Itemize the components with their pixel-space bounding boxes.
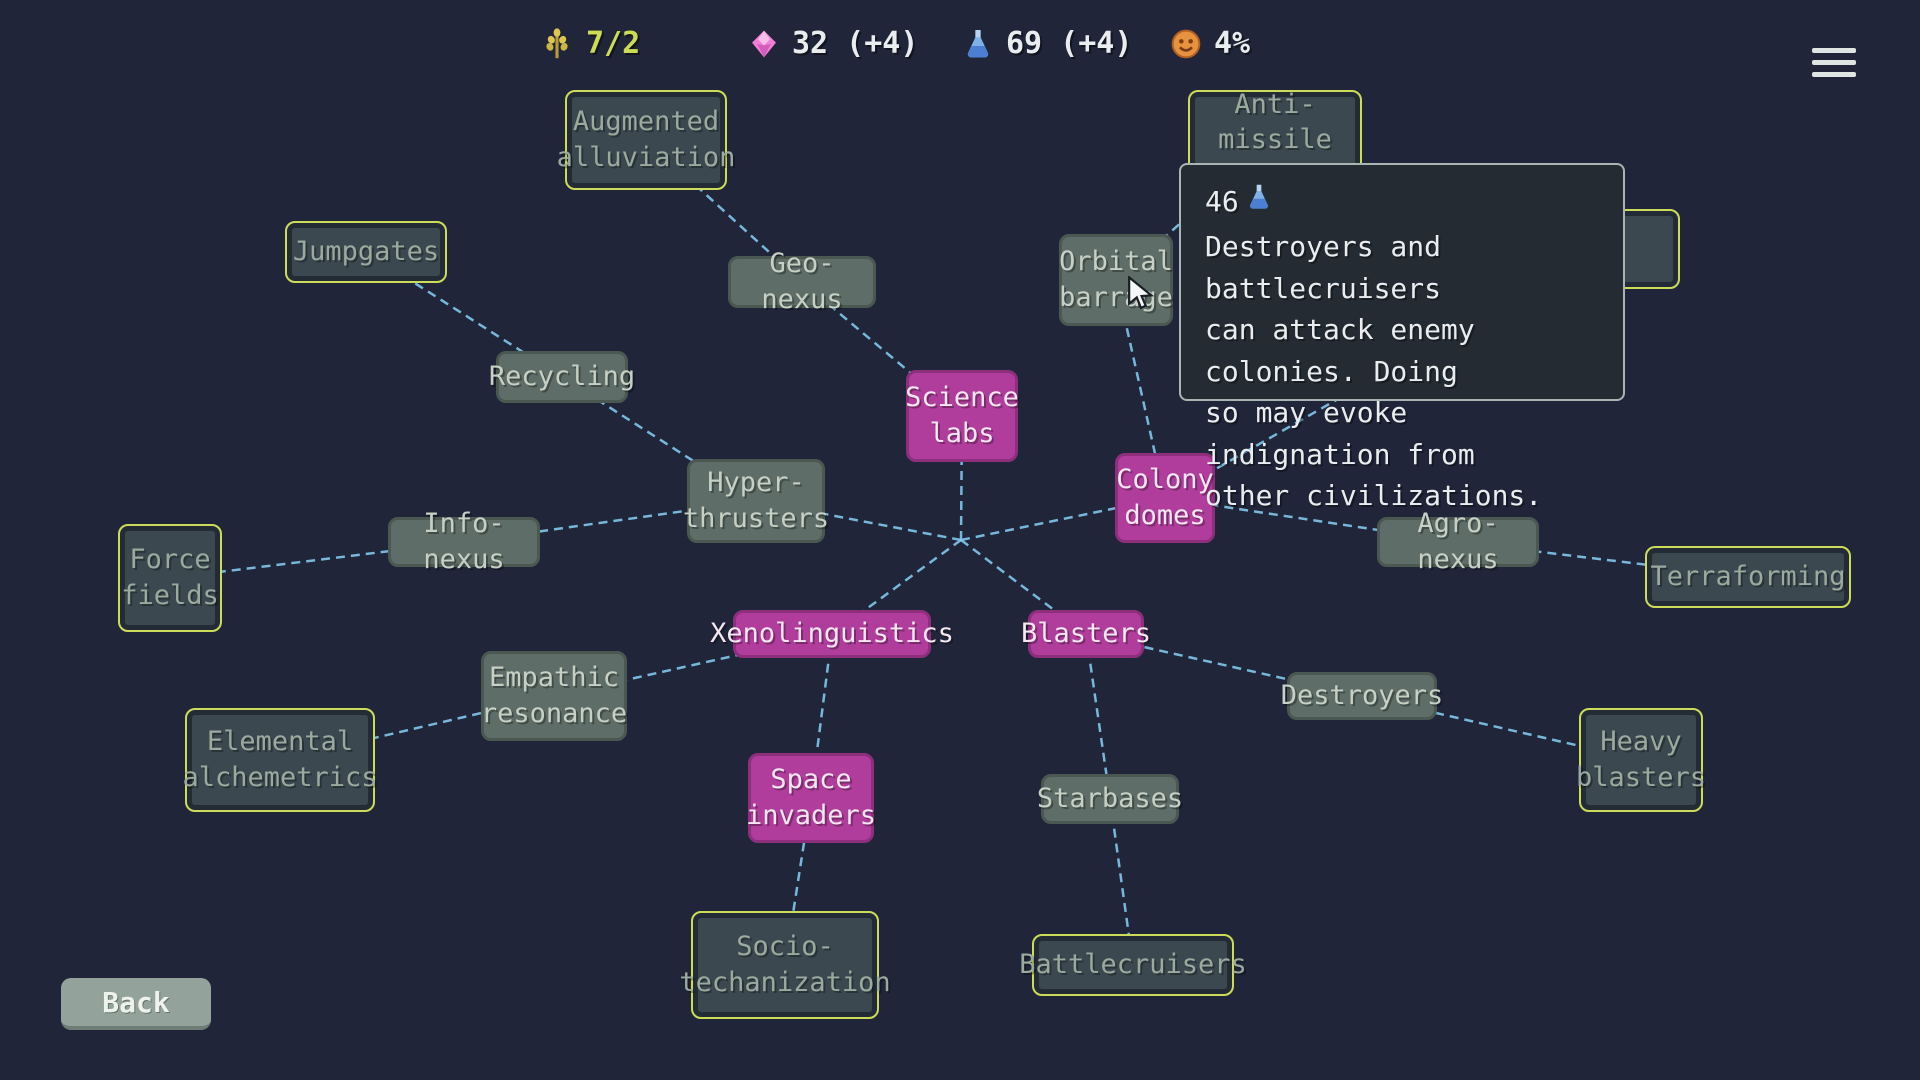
tech-node-label: Agro-nexus (1417, 508, 1499, 575)
tech-edge-colony-domes-unknown (1164, 247, 1601, 500)
tech-node-empathic-resonance[interactable]: Empathic resonance (481, 651, 627, 741)
resource-minerals-value: 32 (+4) (792, 26, 919, 61)
flask-icon (962, 28, 994, 60)
resource-science: 69 (+4) (962, 26, 1132, 61)
tech-node-label: Hyper- thrusters (682, 467, 830, 534)
tech-edge-hub-blasters (960, 539, 1087, 635)
tech-node-recycling[interactable]: Recycling (489, 351, 635, 403)
tech-node-label: Augmented alluviation (556, 106, 736, 173)
tech-node-label: Recycling (488, 361, 636, 393)
tech-node-label: Force fields (121, 544, 219, 611)
tech-node-space-invaders[interactable]: Space invaders (745, 753, 877, 843)
tech-node-label: Battlecruisers (1019, 949, 1247, 981)
tech-node-xenolinguistics[interactable]: Xenolinguistics (710, 610, 954, 658)
resource-happiness: 4% (1170, 26, 1250, 61)
tooltip-description: Destroyers and battlecruisers can attack… (1205, 230, 1543, 513)
tooltip-cost: 46 (1205, 181, 1599, 222)
tech-edge-hub-xenolinguistics (831, 538, 962, 636)
resource-happiness-value: 4% (1214, 26, 1251, 61)
tech-node-label: Info-nexus (423, 508, 505, 575)
tech-node-socio-techanization[interactable]: Socio- techanization (679, 911, 891, 1019)
tech-node-terraforming[interactable]: Terraforming (1645, 546, 1851, 608)
tech-node-geo-nexus[interactable]: Geo-nexus (728, 248, 876, 315)
tech-node-science-labs[interactable]: Science labs (905, 370, 1019, 462)
back-button[interactable]: Back (61, 978, 211, 1030)
tech-node-blasters[interactable]: Blasters (1021, 610, 1151, 658)
tech-node-heavy-blasters[interactable]: Heavy blasters (1575, 708, 1707, 812)
tech-node-jumpgates[interactable]: Jumpgates (285, 221, 447, 283)
flask-icon (1245, 181, 1273, 222)
tech-node-label: Empathic resonance (480, 662, 628, 729)
resource-food: 7/2 (540, 26, 640, 61)
resource-food-value: 7/2 (586, 26, 641, 61)
tech-node-force-fields[interactable]: Force fields (118, 524, 222, 632)
gem-icon (748, 28, 780, 60)
tech-node-augmented-alluviation[interactable]: Augmented alluviation (557, 90, 735, 190)
tech-node-label: Science labs (905, 382, 1019, 449)
tech-node-info-nexus[interactable]: Info-nexus (388, 508, 540, 575)
tech-node-agro-nexus[interactable]: Agro-nexus (1377, 508, 1539, 575)
tech-node-label: Socio- techanization (679, 931, 891, 998)
tech-node-label: Geo-nexus (761, 248, 843, 315)
tooltip-cost-value: 46 (1205, 185, 1239, 218)
resource-minerals: 32 (+4) (748, 26, 918, 61)
tech-node-label: Xenolinguistics (710, 618, 954, 650)
resource-science-value: 69 (+4) (1006, 26, 1133, 61)
tech-node-hyper-thrusters[interactable]: Hyper- thrusters (683, 459, 829, 543)
tech-node-elemental-alchemetrics[interactable]: Elemental alchemetrics (182, 708, 378, 812)
tech-node-label: Starbases (1036, 783, 1184, 815)
tech-node-starbases[interactable]: Starbases (1037, 774, 1183, 824)
tech-node-destroyers[interactable]: Destroyers (1281, 672, 1443, 720)
tech-node-label: Terraforming (1650, 561, 1846, 593)
tech-edge-blasters-starbases (1084, 633, 1112, 800)
tech-node-label: Orbital barrage (1059, 246, 1173, 313)
tech-node-label: Colony domes (1116, 464, 1214, 531)
tech-node-label: Heavy blasters (1575, 726, 1707, 793)
tech-node-battlecruisers[interactable]: Battlecruisers (1019, 934, 1247, 996)
tech-edge-hub-science-labs (959, 415, 964, 541)
tech-node-colony-domes[interactable]: Colony domes (1115, 453, 1215, 543)
tech-tooltip: 46 Destroyers and battlecruisers can att… (1179, 163, 1625, 512)
tech-node-label: Destroyers (1280, 680, 1444, 712)
tech-node-orbital-barrage[interactable]: Orbital barrage (1059, 234, 1173, 326)
wheat-icon (540, 27, 574, 61)
tech-node-label: Blasters (1020, 618, 1152, 650)
hamburger-menu-icon[interactable] (1812, 48, 1856, 77)
smiley-icon (1170, 28, 1202, 60)
tech-node-label: Elemental alchemetrics (182, 726, 378, 793)
tech-node-label: Space invaders (745, 764, 877, 831)
tech-node-label: Jumpgates (292, 236, 440, 268)
